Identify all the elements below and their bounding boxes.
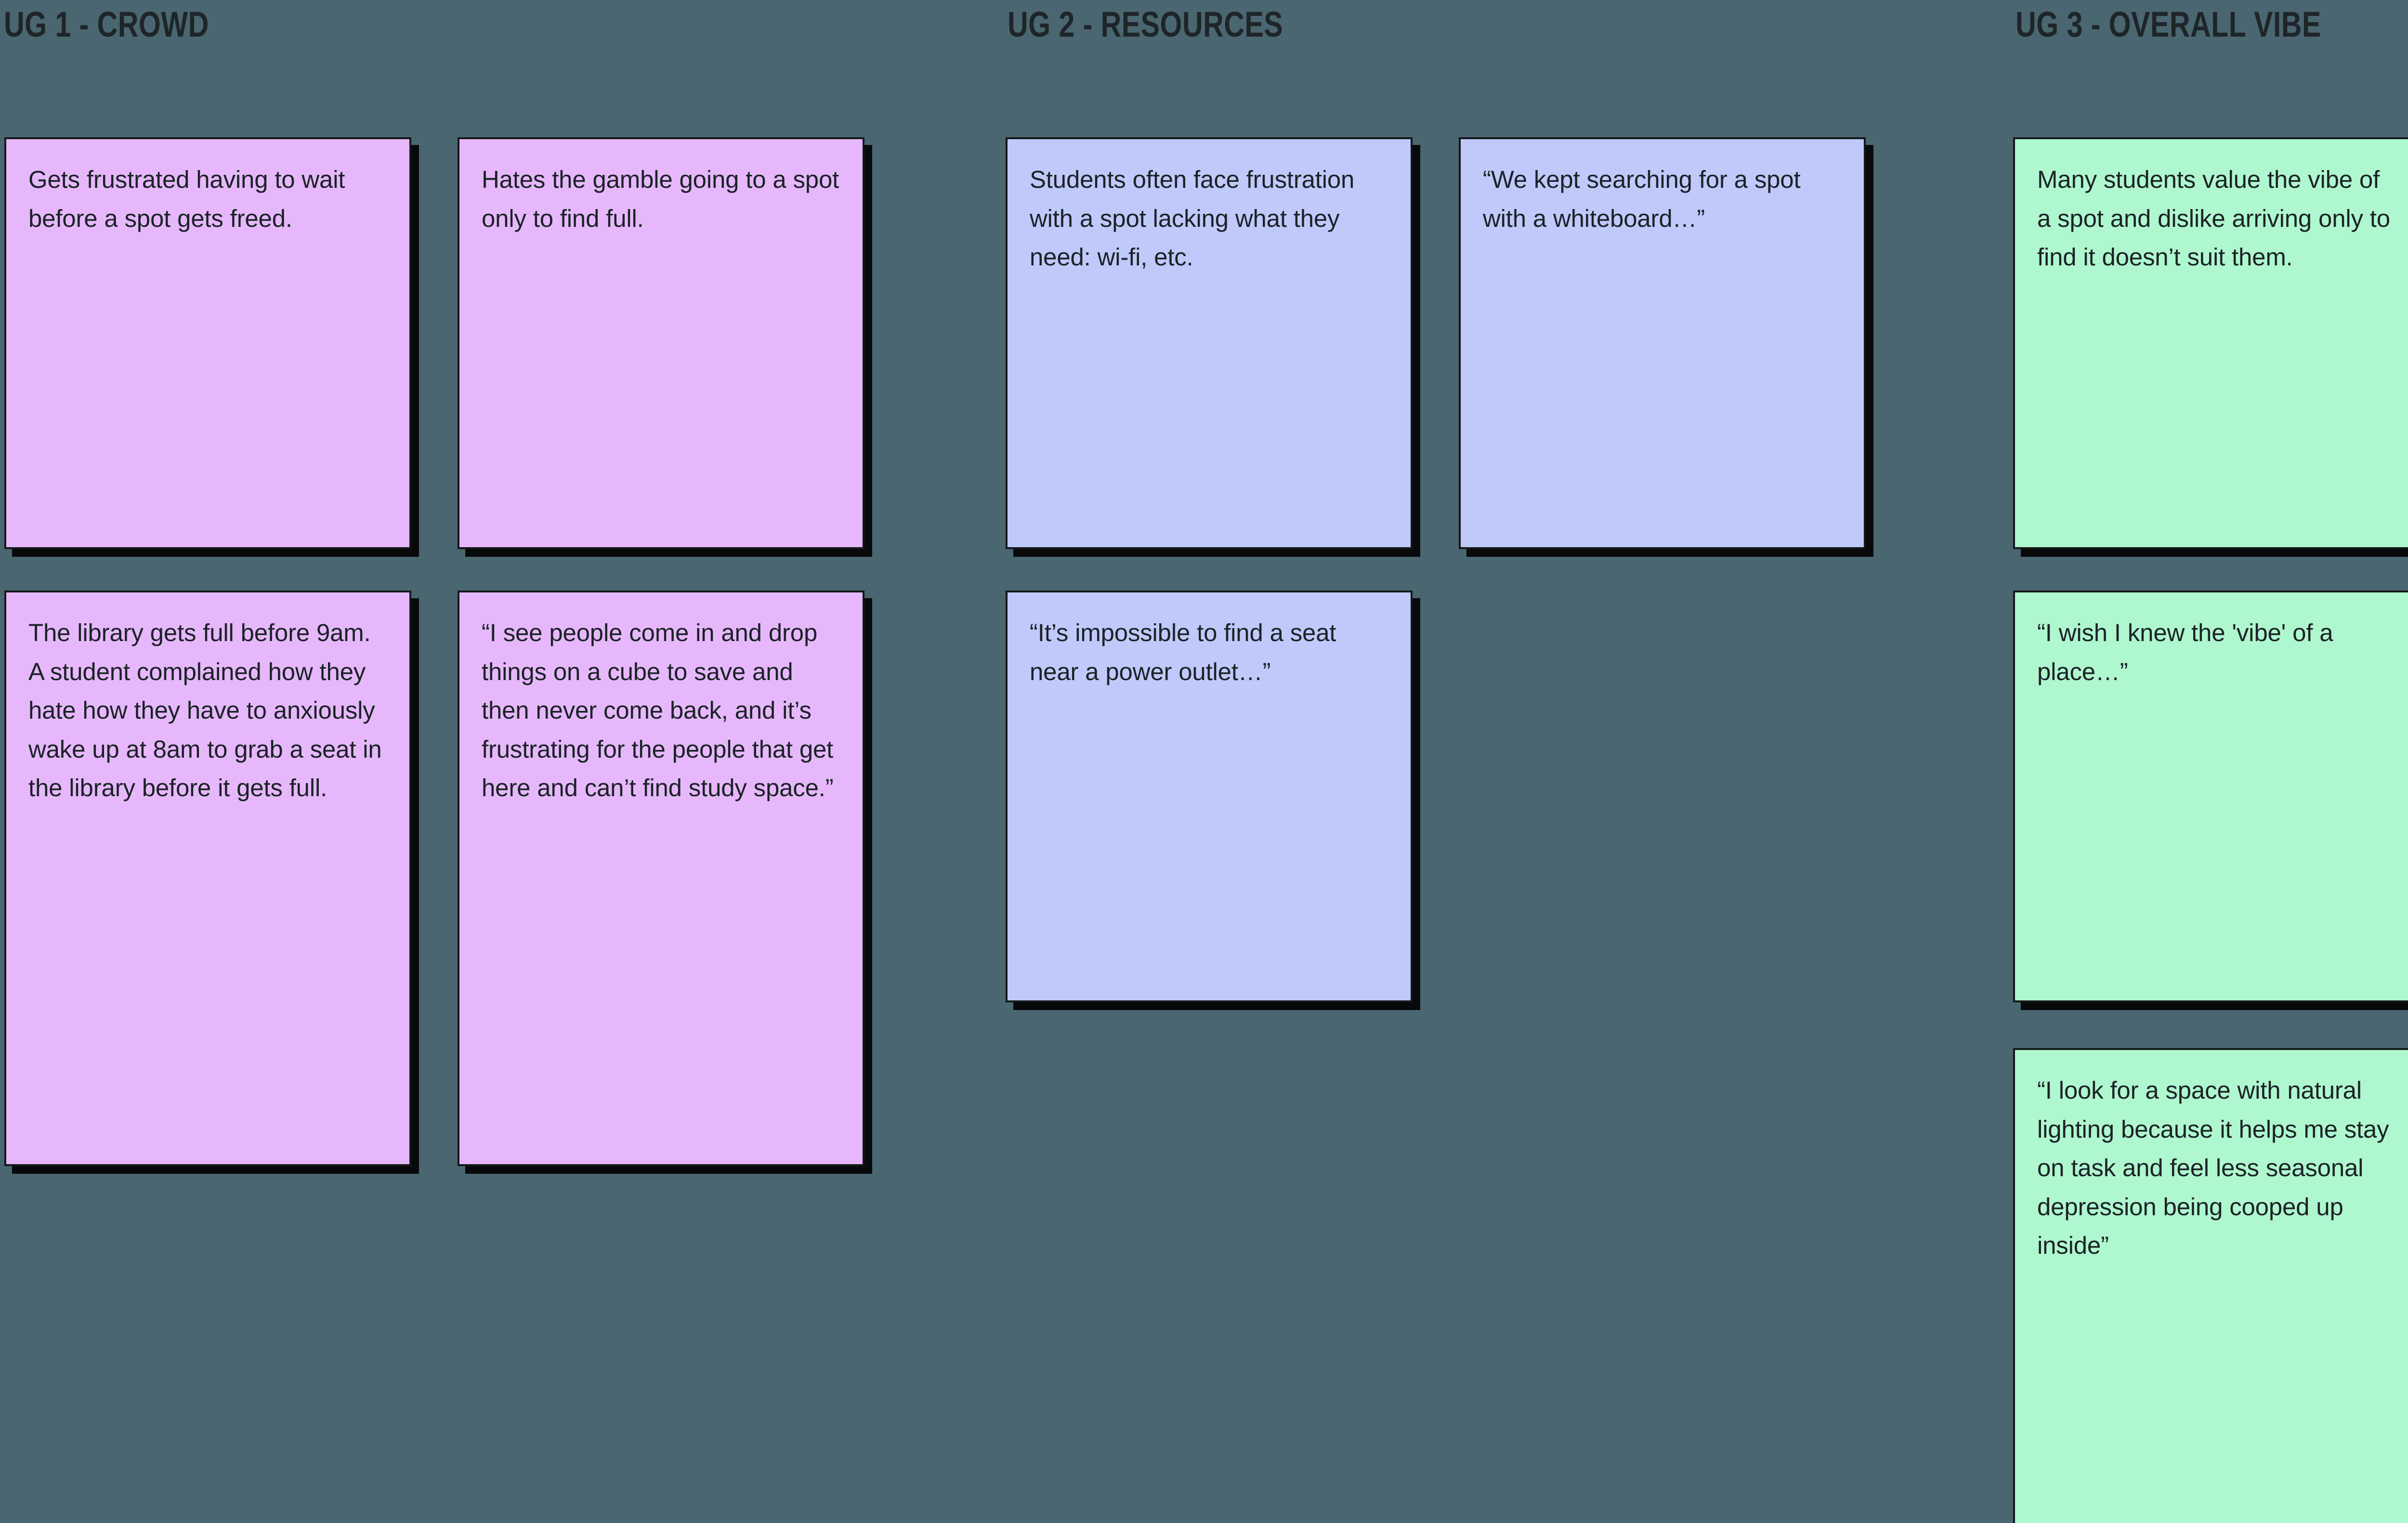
sticky-note-text: “I look for a space with natural lightin… (2037, 1077, 2396, 1260)
sticky-note-text: “It’s impossible to find a seat near a p… (1030, 619, 1343, 685)
sticky-note-text: “We kept searching for a spot with a whi… (1483, 166, 1807, 232)
sticky-note[interactable]: “It’s impossible to find a seat near a p… (1006, 591, 1413, 1002)
sticky-note[interactable]: “I look for a space with natural lightin… (2013, 1048, 2408, 1523)
sticky-note[interactable]: Gets frustrated having to wait before a … (4, 137, 411, 549)
sticky-note-text: “I wish I knew the 'vibe' of a place…” (2037, 619, 2340, 685)
sticky-note-text: Gets frustrated having to wait before a … (28, 166, 352, 232)
sticky-note-text: Students often face frustration with a s… (1030, 166, 1361, 271)
sticky-note-text: Many students value the vibe of a spot a… (2037, 166, 2397, 271)
sticky-note[interactable]: Hates the gamble going to a spot only to… (458, 137, 864, 549)
sticky-note[interactable]: “I wish I knew the 'vibe' of a place…” (2013, 591, 2408, 1002)
sticky-note[interactable]: The library gets full before 9am. A stud… (4, 591, 411, 1166)
group-heading-ug3: UG 3 - OVERALL VIBE (2015, 4, 2321, 44)
sticky-note[interactable]: “I see people come in and drop things on… (458, 591, 864, 1166)
sticky-note[interactable]: “We kept searching for a spot with a whi… (1459, 137, 1866, 549)
sticky-note[interactable]: Many students value the vibe of a spot a… (2013, 137, 2408, 549)
group-heading-ug1: UG 1 - CROWD (4, 4, 209, 44)
sticky-note[interactable]: Students often face frustration with a s… (1006, 137, 1413, 549)
sticky-note-text: Hates the gamble going to a spot only to… (482, 166, 846, 232)
sticky-note-text: “I see people come in and drop things on… (482, 619, 840, 802)
group-heading-ug2: UG 2 - RESOURCES (1008, 4, 1283, 44)
sticky-note-text: The library gets full before 9am. A stud… (28, 619, 389, 802)
